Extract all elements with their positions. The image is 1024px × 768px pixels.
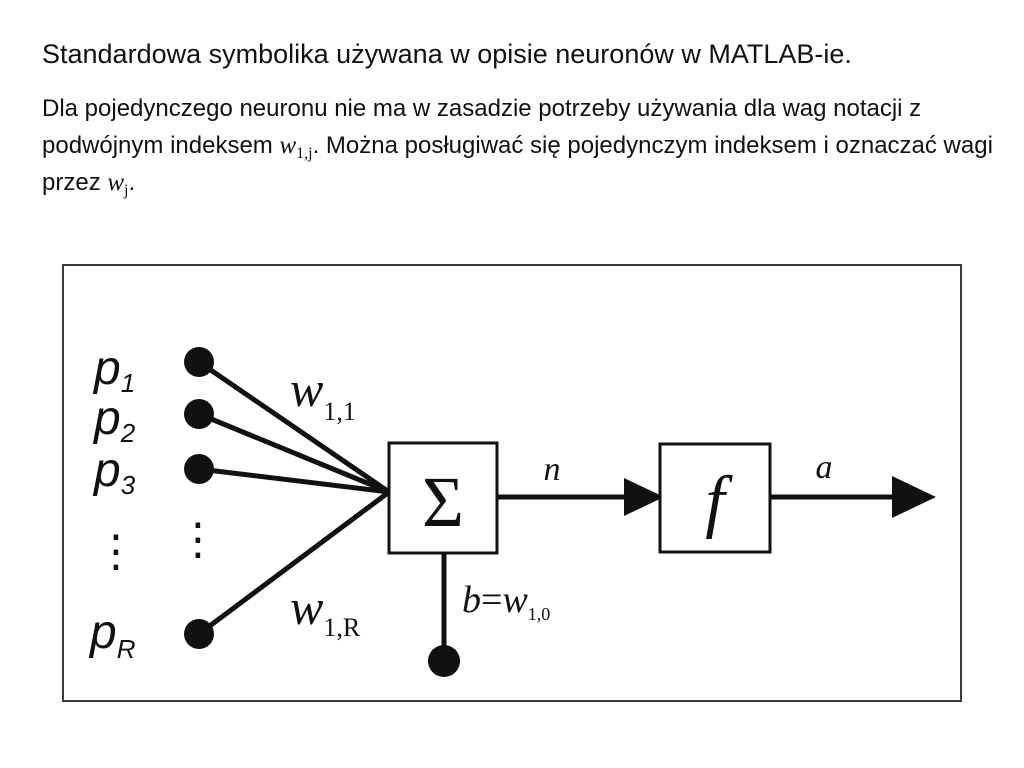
connection-pR [197, 489, 391, 637]
activation-block [658, 442, 772, 554]
input-node-p3 [184, 454, 214, 484]
input-labels-ellipsis: ⋮ [94, 527, 138, 576]
input-label-pR: pR [88, 606, 135, 664]
input-node-p1 [184, 347, 214, 377]
output-label: a [816, 449, 833, 486]
bias-label: b=w1,0 [462, 579, 550, 624]
slide-body-text: Dla pojedynczego neuronu nie ma w zasadz… [42, 90, 1002, 201]
output-arrowhead [892, 476, 936, 518]
input-nodes-ellipsis: ⋮ [176, 515, 220, 564]
connection-p2 [198, 411, 390, 495]
input-label-p1: p1 [92, 342, 135, 398]
weight-symbol-double-index: w1,j [279, 132, 313, 162]
input-node-p2 [184, 399, 214, 429]
weight-symbol-single-index: wj [107, 169, 129, 199]
net-input-arrowhead [624, 478, 664, 516]
input-label-p3: p3 [92, 444, 136, 500]
connection-p3 [198, 466, 390, 495]
input-label-p2: p2 [92, 392, 136, 448]
weight-label-w1R: w1,R [290, 579, 361, 642]
connection-p1 [197, 359, 391, 495]
weight-label-w11: w1,1 [290, 361, 356, 426]
body-text-part-1: Dla pojedynczego neuronu nie ma w zasadz… [42, 95, 922, 159]
summation-symbol: Σ [422, 462, 464, 542]
slide-title: Standardowa symbolika używana w opisie n… [42, 39, 852, 69]
input-node-pR [184, 619, 214, 649]
net-input-label: n [544, 451, 561, 488]
bias-node [428, 645, 460, 677]
body-text-part-3: . [128, 169, 136, 196]
body-text-part-2: . Można posługiwać się pojedynczym indek… [42, 132, 993, 196]
neuron-diagram: p1 p2 p3 pR ⋮ ⋮ w1,1 w1,R Σ b=w1,0 n f [62, 264, 962, 702]
